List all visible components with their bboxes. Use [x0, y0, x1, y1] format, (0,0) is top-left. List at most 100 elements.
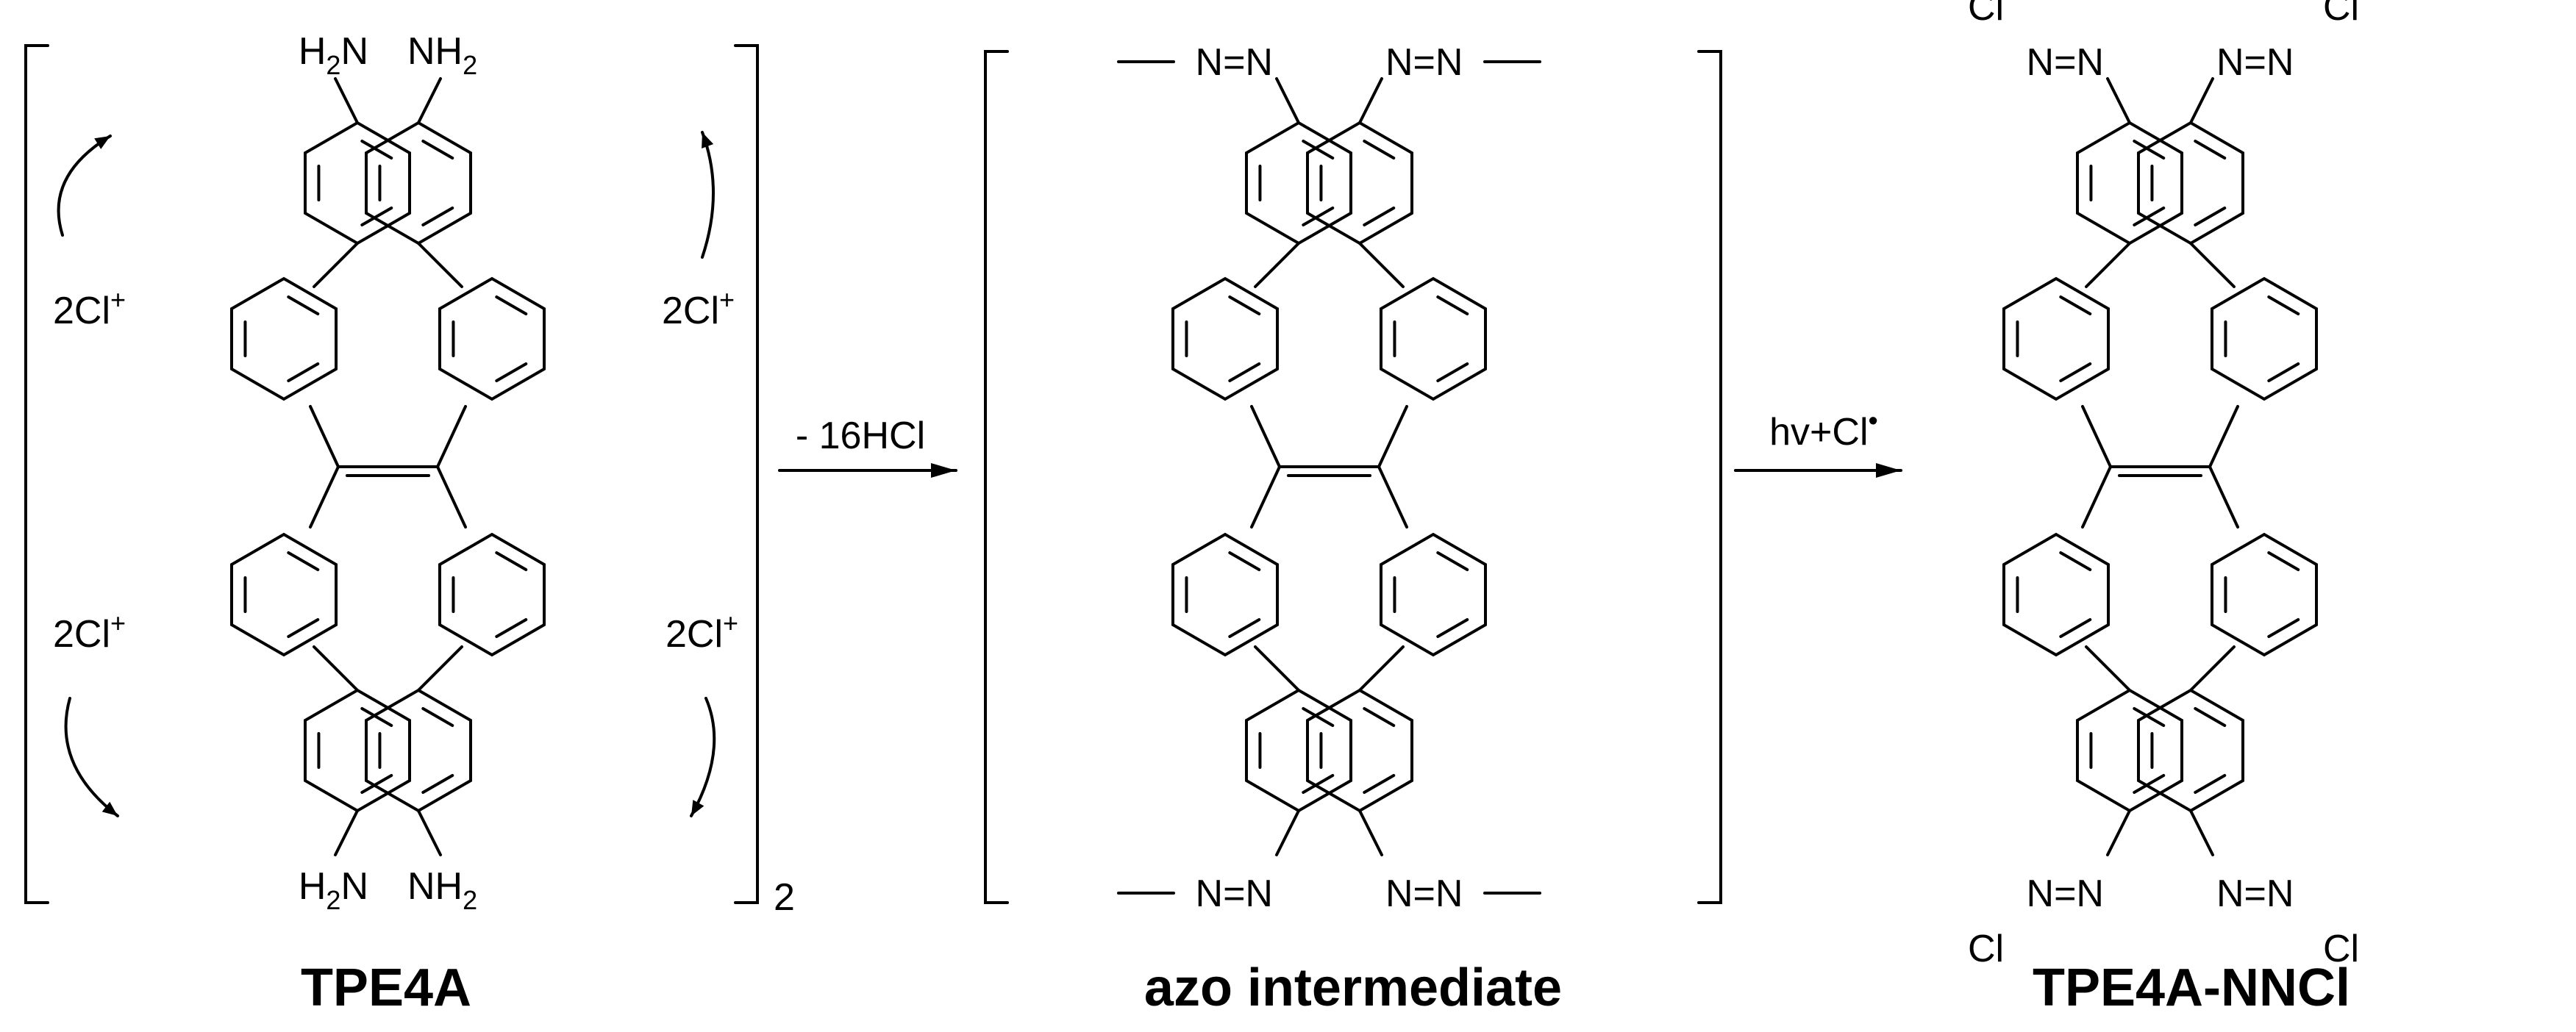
- reagent-label: 2Cl+: [666, 608, 738, 656]
- benzene-ring: [2136, 688, 2245, 813]
- amine-label: H2N: [299, 30, 368, 80]
- vinyl-aryl-bond: [309, 405, 340, 468]
- aromatic-double-bond: [2059, 617, 2092, 639]
- benzene-ring: [229, 532, 338, 657]
- molecule-name-tpe4a: TPE4A: [301, 958, 471, 1017]
- bracket-left: [24, 44, 49, 904]
- vinyl-aryl-bond: [1377, 465, 1408, 528]
- curved-arrow-head: [101, 801, 118, 816]
- vinyl-aryl-bond: [2081, 405, 2112, 468]
- aromatic-double-bond: [1228, 617, 1261, 639]
- aryl-substituent-bond: [2106, 77, 2131, 124]
- biaryl-bond: [1254, 645, 1300, 692]
- benzene-ring: [303, 688, 412, 813]
- aromatic-double-bond: [2059, 551, 2092, 572]
- aromatic-double-bond: [2059, 295, 2092, 316]
- curved-arrow-head: [702, 132, 714, 148]
- aromatic-double-bond: [360, 206, 393, 227]
- aromatic-double-bond: [495, 617, 528, 639]
- curved-arrow: [64, 697, 119, 817]
- aryl-substituent-bond: [2189, 77, 2214, 124]
- aryl-substituent-bond: [1358, 77, 1383, 124]
- benzene-ring: [438, 276, 546, 401]
- benzene-ring: [2002, 276, 2111, 401]
- aromatic-double-bond: [287, 551, 320, 572]
- vinyl-aryl-bond: [1250, 465, 1281, 528]
- benzene-ring: [2136, 121, 2245, 246]
- aromatic-double-bond: [421, 206, 454, 227]
- chlorine-label: Cl: [1968, 928, 2004, 970]
- curved-arrow: [57, 135, 112, 237]
- biaryl-bond: [1358, 242, 1405, 288]
- molecule-name-azo-intermediate: azo intermediate: [1144, 958, 1562, 1017]
- aromatic-double-bond: [1436, 295, 1469, 316]
- bond-lines: [24, 44, 2319, 904]
- chlorine-label: Cl: [2323, 0, 2359, 29]
- benzene-ring: [2075, 688, 2184, 813]
- benzene-ring: [2075, 121, 2184, 246]
- aromatic-double-bond: [360, 139, 393, 160]
- vinyl-aryl-bond: [2208, 405, 2239, 468]
- aryl-substituent-bond: [334, 77, 359, 124]
- reagent-label: 2Cl+: [53, 284, 126, 332]
- curved-arrow-head: [94, 136, 110, 149]
- aromatic-double-bond: [360, 706, 393, 728]
- aryl-substituent-bond: [2189, 809, 2214, 856]
- vinyl-aryl-bond: [1250, 405, 1281, 468]
- vinyl-aryl-bond: [436, 405, 467, 468]
- vinyl-aryl-bond: [1377, 405, 1408, 468]
- bracket-right: [734, 44, 759, 904]
- benzene-ring: [2210, 276, 2319, 401]
- aromatic-double-bond: [1302, 706, 1335, 728]
- curved-arrow: [690, 697, 716, 817]
- aromatic-double-bond: [287, 362, 320, 383]
- aromatic-double-bond: [2059, 362, 2092, 383]
- aromatic-double-bond: [495, 551, 528, 572]
- amine-label: NH2: [407, 30, 477, 80]
- aromatic-double-bond: [1363, 139, 1396, 160]
- aromatic-double-bond: [2133, 706, 2166, 728]
- aromatic-double-bond: [421, 139, 454, 160]
- aromatic-double-bond: [2267, 295, 2300, 316]
- aryl-substituent-bond: [2106, 809, 2131, 856]
- biaryl-bond: [2189, 645, 2236, 692]
- aromatic-double-bond: [1302, 206, 1335, 227]
- benzene-ring: [438, 532, 546, 657]
- biaryl-bond: [1358, 645, 1405, 692]
- benzene-ring: [2210, 532, 2319, 657]
- azo-group-label: N=N: [2216, 872, 2294, 915]
- aromatic-double-bond: [2194, 773, 2227, 795]
- azo-group-label: N=N: [1196, 872, 1273, 915]
- bracket-right: [1697, 50, 1722, 904]
- aromatic-double-bond: [1363, 773, 1396, 795]
- azo-group-label: N=N: [1385, 872, 1463, 915]
- benzene-ring: [1305, 688, 1414, 813]
- vinyl-aryl-bond: [309, 465, 340, 528]
- chlorine-label: Cl: [1968, 0, 2004, 29]
- benzene-ring: [1379, 276, 1488, 401]
- aromatic-double-bond: [360, 773, 393, 795]
- biaryl-bond: [417, 242, 463, 288]
- aromatic-double-bond: [495, 362, 528, 383]
- aryl-substituent-bond: [1275, 77, 1300, 124]
- benzene-ring: [2002, 532, 2111, 657]
- aromatic-double-bond: [2133, 773, 2166, 795]
- aromatic-double-bond: [1363, 706, 1396, 728]
- molecule-name-tpe4a-nncl: TPE4A-NNCl: [2033, 958, 2350, 1017]
- aromatic-double-bond: [1228, 295, 1261, 316]
- aromatic-double-bond: [421, 773, 454, 795]
- benzene-ring: [1171, 276, 1280, 401]
- reagent-label: 2Cl+: [662, 284, 735, 332]
- vinyl-aryl-bond: [2208, 465, 2239, 528]
- azo-group-label: N=N: [2027, 872, 2104, 915]
- biaryl-bond: [313, 242, 359, 288]
- amine-label: H2N: [299, 865, 368, 915]
- aromatic-double-bond: [495, 295, 528, 316]
- aromatic-double-bond: [287, 617, 320, 639]
- reaction-arrow-head: [931, 463, 956, 478]
- aromatic-double-bond: [421, 706, 454, 728]
- aromatic-double-bond: [2194, 139, 2227, 160]
- repeat-unit-subscript: 2: [774, 876, 795, 919]
